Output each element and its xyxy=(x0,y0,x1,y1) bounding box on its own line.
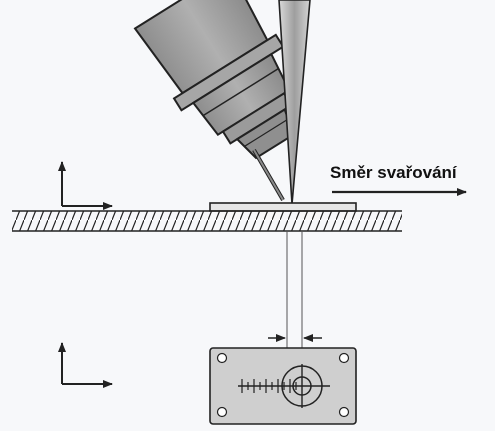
upper-axes-icon xyxy=(58,161,113,210)
projection-lines xyxy=(286,231,303,360)
mounting-hole-icon xyxy=(216,406,228,418)
welding-torch-icon xyxy=(133,0,295,160)
lower-axes-icon xyxy=(58,342,113,388)
workpiece-plate xyxy=(209,202,357,212)
mounting-hole-icon xyxy=(338,406,350,418)
scale-reticle xyxy=(238,364,330,408)
base-surface xyxy=(12,210,402,232)
beam-cone xyxy=(278,0,311,205)
mounting-hole-icon xyxy=(338,352,350,364)
mounting-hole-icon xyxy=(216,352,228,364)
welding-direction-label: Směr svařování xyxy=(330,163,458,182)
welding-direction-indicator: Směr svařování xyxy=(330,163,467,196)
